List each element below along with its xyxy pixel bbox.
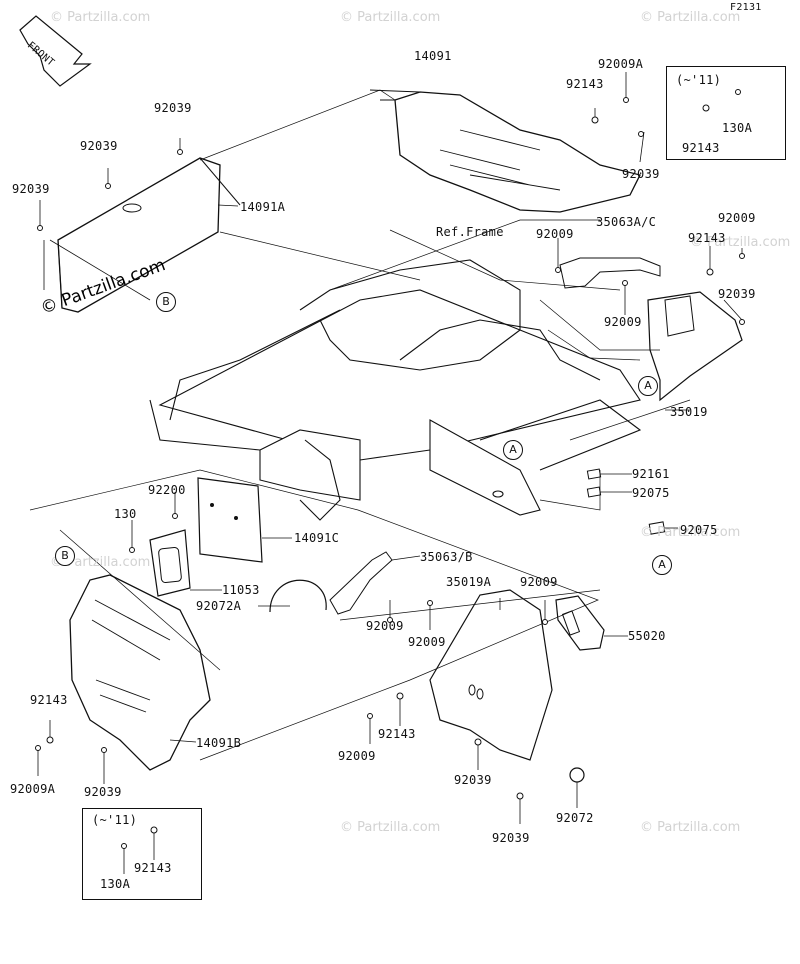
part-label-92009[interactable]: 92009: [536, 227, 574, 241]
part-label-92009a-top[interactable]: 92009A: [598, 57, 644, 71]
part-label-92009[interactable]: 92009: [604, 315, 642, 329]
mudflap-35019: [647, 291, 743, 402]
watermark: © Partzilla.com: [690, 235, 791, 250]
part-label-92009[interactable]: 92009: [366, 619, 404, 633]
callout-b: B: [55, 546, 75, 566]
part-label-92143-inset-top[interactable]: 92143: [682, 141, 720, 155]
part-label-92009[interactable]: 92009: [520, 575, 558, 589]
cover-11053: [149, 529, 191, 597]
figure-code: F2131: [730, 2, 762, 13]
part-label-92009a[interactable]: 92009A: [10, 782, 56, 796]
watermark: © Partzilla.com: [340, 820, 441, 835]
inset-box-bottom: [82, 808, 202, 900]
fender-14091: [394, 91, 641, 213]
part-label-92039[interactable]: 92039: [718, 287, 756, 301]
watermark: © Partzilla.com: [640, 525, 741, 540]
part-label-92009[interactable]: 92009: [718, 211, 756, 225]
guard-55020: [555, 595, 605, 651]
inset-note-bottom: (~'11): [92, 813, 138, 827]
watermark: © Partzilla.com: [50, 10, 151, 25]
part-label-92143[interactable]: 92143: [688, 231, 726, 245]
ref-frame-label: Ref.Frame: [436, 225, 504, 239]
clamp-92072a: [269, 579, 327, 613]
part-label-92200[interactable]: 92200: [148, 483, 186, 497]
callout-a: A: [503, 440, 523, 460]
part-label-35019a[interactable]: 35019A: [446, 575, 492, 589]
watermark: © Partzilla.com: [50, 555, 151, 570]
part-label-92143-top[interactable]: 92143: [566, 77, 604, 91]
clip-92072: [569, 767, 585, 783]
part-label-130[interactable]: 130: [114, 507, 137, 521]
part-label-92009[interactable]: 92009: [338, 749, 376, 763]
part-label-35063b[interactable]: 35063/B: [420, 550, 473, 564]
part-label-92039[interactable]: 92039: [80, 139, 118, 153]
part-label-92039[interactable]: 92039: [622, 167, 660, 181]
part-label-92039[interactable]: 92039: [154, 101, 192, 115]
part-label-92072a[interactable]: 92072A: [196, 599, 242, 613]
part-label-92143[interactable]: 92143: [378, 727, 416, 741]
part-label-35019[interactable]: 35019: [670, 405, 708, 419]
part-label-14091c[interactable]: 14091C: [294, 531, 340, 545]
callout-a: A: [652, 555, 672, 575]
inset-box-top: [666, 66, 786, 160]
part-label-14091[interactable]: 14091: [414, 49, 452, 63]
part-label-11053[interactable]: 11053: [222, 583, 260, 597]
mudflap-35019a: [429, 589, 553, 761]
part-label-55020[interactable]: 55020: [628, 629, 666, 643]
part-label-92039[interactable]: 92039: [492, 831, 530, 845]
part-label-130a-top[interactable]: 130A: [722, 121, 753, 135]
inset-note-top: (~'11): [676, 73, 722, 87]
frame: [149, 259, 642, 521]
part-label-35063ac[interactable]: 35063A/C: [596, 215, 657, 229]
part-label-92143[interactable]: 92143: [134, 861, 172, 875]
callout-b: B: [156, 292, 176, 312]
part-label-92039[interactable]: 92039: [12, 182, 50, 196]
front-arrow-icon: [19, 15, 92, 87]
plate-14091c: [197, 477, 263, 563]
callout-a: A: [638, 376, 658, 396]
part-label-92075[interactable]: 92075: [632, 486, 670, 500]
part-label-92075[interactable]: 92075: [680, 523, 718, 537]
part-label-92039[interactable]: 92039: [84, 785, 122, 799]
fender-14091b: [69, 574, 211, 771]
watermark: © Partzilla.com: [640, 820, 741, 835]
part-label-92039[interactable]: 92039: [454, 773, 492, 787]
part-label-92009[interactable]: 92009: [408, 635, 446, 649]
watermark: © Partzilla.com: [640, 10, 741, 25]
part-label-14091b[interactable]: 14091B: [196, 736, 242, 750]
part-label-92072[interactable]: 92072: [556, 811, 594, 825]
part-label-14091a[interactable]: 14091A: [240, 200, 286, 214]
watermark: © Partzilla.com: [340, 10, 441, 25]
part-label-130a[interactable]: 130A: [100, 877, 131, 891]
part-label-92143[interactable]: 92143: [30, 693, 68, 707]
part-label-92161[interactable]: 92161: [632, 467, 670, 481]
